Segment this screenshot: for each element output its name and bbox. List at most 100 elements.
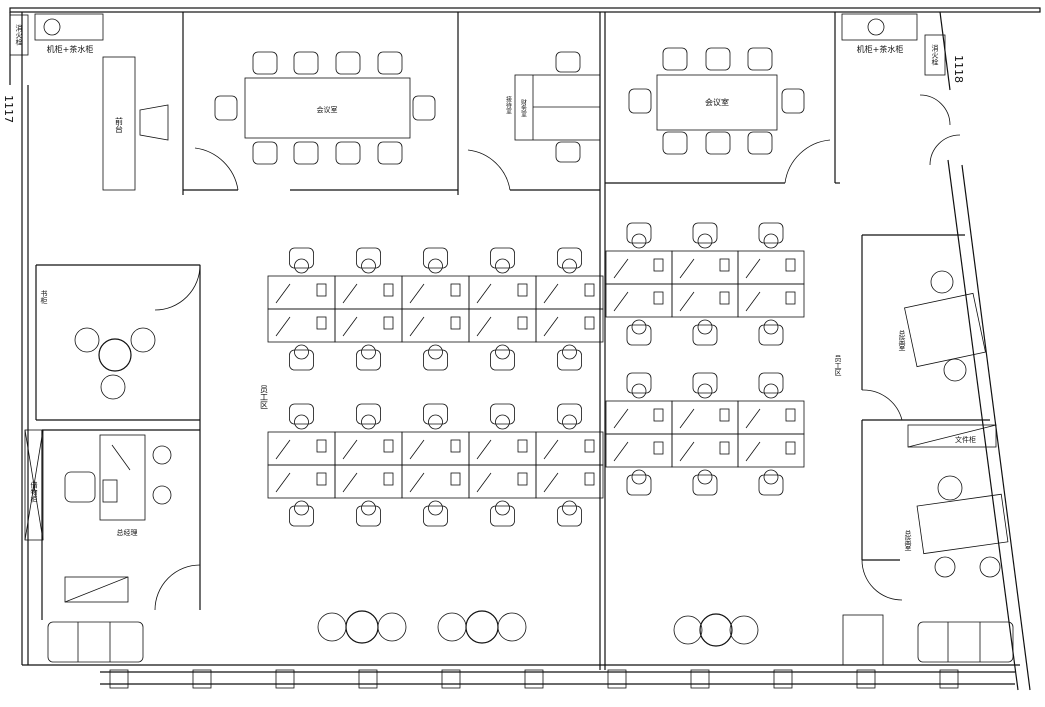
office-label: 总监室 [898,329,906,351]
chair-icon [626,222,652,249]
bookcase-label: 书柜 [40,289,48,305]
desk-icon [535,308,604,343]
window-icon [358,669,378,689]
desk-icon [737,400,805,435]
desk-icon [468,308,537,343]
window-mullions [109,669,959,689]
desk-icon [401,275,470,310]
chair-icon [377,141,403,165]
desk-icon [334,308,403,343]
storage-label: 储物柜 [30,481,38,504]
chair-icon [356,247,381,274]
chair-icon [423,500,448,527]
reception-label: 前台 [115,116,124,134]
cabinet-left: 机柜+茶水柜 [34,13,104,54]
window-icon [856,669,876,689]
window-icon [939,669,959,689]
chair-icon [289,403,314,430]
chair-icon [705,47,731,71]
staff-area-label: 员工区 [834,355,842,376]
chair-icon [490,403,515,430]
chair-icon [557,403,582,430]
chair-icon [555,141,581,163]
desk-icon [334,275,403,310]
desk-icon [605,433,673,468]
chair-icon [626,469,652,496]
desk-icon [468,431,537,466]
door-swing-icon [154,94,961,611]
hydrant-label: 消火栓 [15,24,23,47]
chair-icon [377,51,403,75]
desk-icon [605,400,673,435]
chair-icon [705,131,731,155]
desk-icon [468,464,537,499]
chair-icon [747,47,773,71]
office-label: 总监室 [904,529,912,551]
desk-icon [535,275,604,310]
chair-icon [555,51,581,73]
chair-icon [490,500,515,527]
chair-icon [490,247,515,274]
desk-icon [671,250,739,285]
column [842,614,884,666]
chair-icon [662,47,688,71]
desk-icon [535,464,604,499]
cabinet-label: 机柜+茶水柜 [47,44,94,54]
finance-room: 财务室 [514,74,601,141]
chair-icon [758,469,784,496]
manager-label: 总经理 [117,528,138,537]
window-icon [192,669,212,689]
desk-icon [468,275,537,310]
chair-icon [293,51,319,75]
desk-icon [401,308,470,343]
desk-icon [671,433,739,468]
round-table-icon [317,610,759,647]
hydrant-right: 消火栓 [924,34,946,76]
chair-icon [557,500,582,527]
desk-icon [535,431,604,466]
chair-icon [293,141,319,165]
chair-icon [289,247,314,274]
room-number-right: 1118 [952,55,965,83]
chair-icon [335,51,361,75]
hydrant-label: 消火栓 [931,44,939,67]
file-cabinet-label: 文件柜 [955,435,976,444]
desk-icon [267,431,336,466]
desk-icon [605,283,673,318]
chair-icon [692,319,718,346]
desk-icon [334,464,403,499]
desk-icon [737,250,805,285]
window-icon [275,669,295,689]
dept-office-top: 总监室 [898,270,986,382]
chair-icon [692,222,718,249]
desk-icon [267,308,336,343]
round-table-icon [74,327,156,400]
chair-icon [758,319,784,346]
cabinet-label: 机柜+茶水柜 [857,44,904,54]
chair-icon [214,95,238,121]
chair-icon [490,344,515,371]
staff-area-label: 员工区 [260,385,269,409]
window-icon [441,669,461,689]
meeting-room-label: 会议室 [705,97,729,107]
meeting-room-small: 会议室 [656,74,778,131]
meeting-room-big: 会议室 [244,77,411,139]
chair-icon [692,469,718,496]
chair-icon [692,372,718,399]
desk-icon [267,275,336,310]
chair-icon [412,95,436,121]
chair-icon [289,500,314,527]
chair-icon [781,88,805,114]
chair-icon [252,51,278,75]
chair-icon [662,131,688,155]
chair-icon [423,344,448,371]
desk-icon [671,283,739,318]
chair-icon [356,403,381,430]
window-icon [690,669,710,689]
finance-label: 财务室 [520,98,527,117]
desk-icon [401,431,470,466]
desk-icon [334,431,403,466]
window-icon [607,669,627,689]
hydrant-left: 消火栓 [9,14,29,56]
